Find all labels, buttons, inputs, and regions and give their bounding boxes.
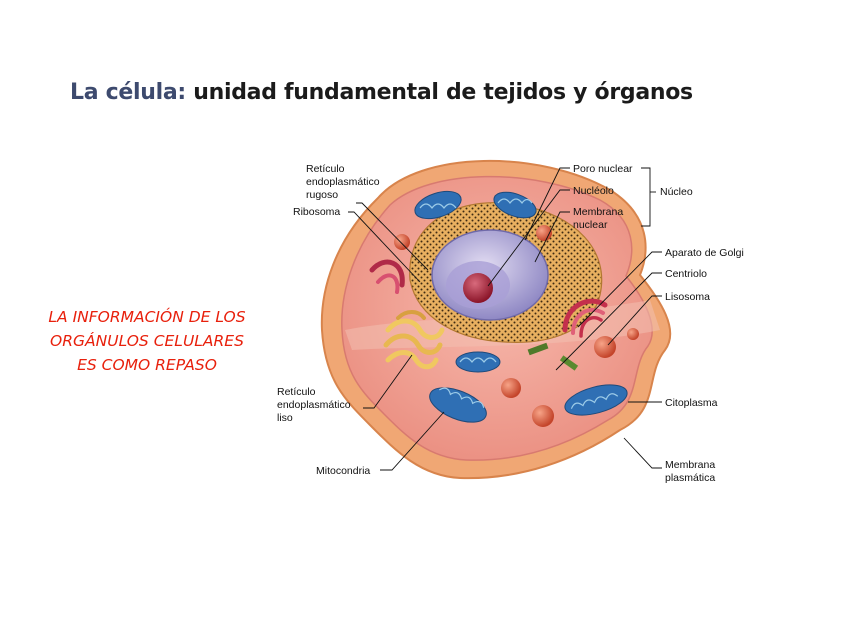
note-line-2: ORGÁNULOS CELULARES <box>50 332 244 350</box>
label-nucleo: Núcleo <box>660 186 693 198</box>
nucleolus <box>463 273 493 303</box>
label-ribosoma: Ribosoma <box>293 206 340 218</box>
note-line-3: ES COMO REPASO <box>77 356 217 374</box>
mitochondrion-2 <box>493 191 537 219</box>
lysosome-1 <box>394 234 410 250</box>
label-nucleolo: Nucléolo <box>573 185 614 197</box>
page-title: La célula: unidad fundamental de tejidos… <box>70 80 693 105</box>
label-reticulo-rugoso-2: endoplasmático <box>306 176 380 188</box>
lysosome-4 <box>501 378 521 398</box>
lysosome-5 <box>532 405 554 427</box>
label-reticulo-rugoso-3: rugoso <box>306 189 338 201</box>
lysosome-6 <box>627 328 639 340</box>
label-reticulo-rugoso-1: Retículo <box>306 163 345 175</box>
label-membrana-nuclear-2: nuclear <box>573 219 608 231</box>
label-lisosoma: Lisosoma <box>665 291 710 303</box>
label-aparato-golgi: Aparato de Golgi <box>665 247 744 259</box>
label-membrana-nuclear-1: Membrana <box>573 206 623 218</box>
review-note: LA INFORMACIÓN DE LOS ORGÁNULOS CELULARE… <box>22 305 272 377</box>
label-mitocondria: Mitocondria <box>316 465 370 477</box>
label-reticulo-liso-2: endoplasmático <box>277 399 351 411</box>
label-reticulo-liso-3: liso <box>277 412 293 424</box>
label-reticulo-liso-1: Retículo <box>277 386 316 398</box>
label-centriolo: Centriolo <box>665 268 707 280</box>
label-membrana-plasmatica-1: Membrana <box>665 459 715 471</box>
title-lead: La célula: <box>70 80 186 105</box>
label-citoplasma: Citoplasma <box>665 397 718 409</box>
title-rest: unidad fundamental de tejidos y órganos <box>193 80 693 105</box>
mitochondrion-1 <box>414 190 462 220</box>
centriole <box>527 342 579 371</box>
mitochondrion-5 <box>564 384 628 416</box>
golgi-apparatus <box>369 259 608 338</box>
label-membrana-plasmatica-2: plasmática <box>665 472 715 484</box>
lysosome-3 <box>594 336 616 358</box>
mitochondrion-4 <box>429 387 487 423</box>
leader-lines <box>348 167 662 471</box>
smooth-er <box>383 310 445 370</box>
mitochondrion-3 <box>455 351 501 373</box>
diagram-labels: Retículo endoplasmático rugoso Ribosoma … <box>277 163 744 484</box>
label-poro-nuclear: Poro nuclear <box>573 163 633 175</box>
note-line-1: LA INFORMACIÓN DE LOS <box>48 308 246 326</box>
